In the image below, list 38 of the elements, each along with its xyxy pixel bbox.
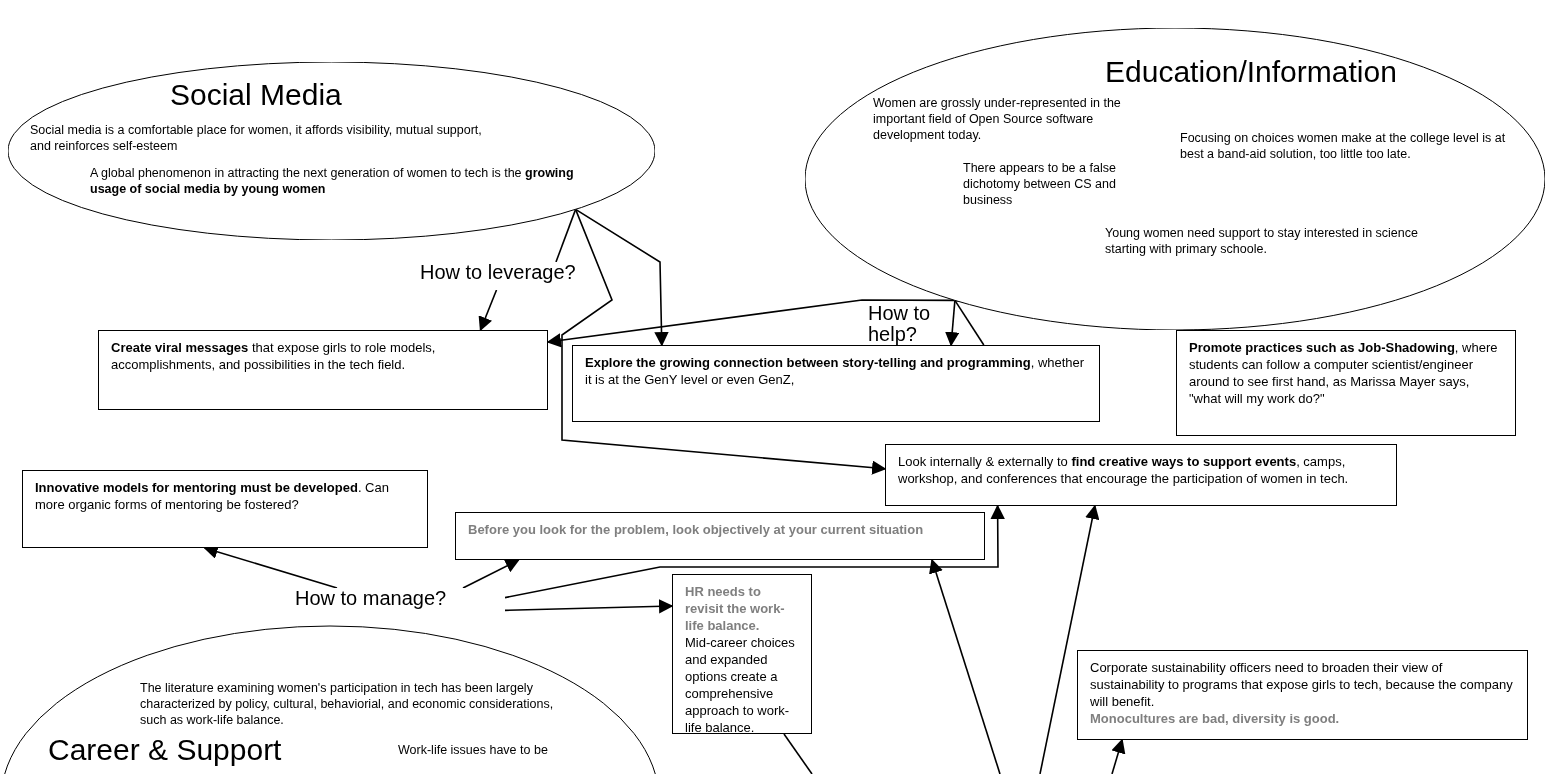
connector-line bbox=[555, 208, 577, 263]
arrow bbox=[504, 599, 674, 614]
topic-heading: Education/Information bbox=[1105, 55, 1397, 89]
note-text: Before you look for the problem, look objectively at your current situation bbox=[468, 521, 925, 538]
note-box: Look internally & externally to find creative ways to support events, camps, workshop, and conferences that encourage the participation of women in tech. bbox=[885, 444, 1397, 506]
arrow bbox=[574, 208, 669, 347]
note-box: Create viral messages that expose girls to role models, accomplishments, and possibilities in the tech field. bbox=[98, 330, 548, 410]
topic-heading: Career & Support bbox=[48, 733, 282, 767]
arrow bbox=[504, 504, 1005, 599]
note-heading: Corporate sustainability officers need to broaden their view of sustainability to programs that expose girls to tech, because the company will benefit. bbox=[1090, 659, 1514, 710]
arrow bbox=[546, 299, 956, 348]
connector-line bbox=[954, 299, 985, 346]
note-box bbox=[1077, 650, 1528, 740]
arrow bbox=[945, 299, 960, 347]
note-box bbox=[672, 574, 812, 734]
topic-text: Social media is a comfortable place for women, it affords visibility, mutual support, and reinforces self-esteem bbox=[30, 122, 483, 154]
arrow bbox=[561, 208, 887, 475]
note-box: Promote practices such as Job-Shadowing, where students can follow a computer scientist/engineer around to see first hand, as Marissa Mayer says, "what will my work do?" bbox=[1176, 330, 1516, 436]
arrow bbox=[929, 558, 1001, 774]
topic-heading: Social Media bbox=[170, 78, 342, 112]
topic-text: Focusing on choices women make at the college level is at best a band-aid solution, too little too late. bbox=[1180, 130, 1507, 162]
note-heading: HR needs to revisit the work-life balance. bbox=[685, 583, 786, 634]
topic-text: The literature examining women's participation in tech has been largely characterized by policy, cultural, behaviorial, and economic considerations, such as work-life balance. bbox=[140, 680, 555, 728]
topic-text: Work-life issues have to be bbox=[398, 742, 549, 758]
note-box: Explore the growing connection between story-telling and programming, whether it is at the GenY level or even GenZ, bbox=[572, 345, 1100, 422]
topic-text: Women are grossly under-represented in the important field of Open Source software development today. bbox=[873, 95, 1122, 143]
topic-text: A global phenomenon in attracting the next generation of women to tech is the growing usage of social media by young women bbox=[90, 165, 575, 197]
arrow bbox=[1111, 738, 1126, 774]
arrow bbox=[1039, 504, 1100, 774]
note-text: Mid-career choices and expanded options create a comprehensive approach to work-life balance. bbox=[685, 634, 796, 736]
note-box: Innovative models for mentoring must be developed. Can more organic forms of mentoring be fostered? bbox=[22, 470, 428, 548]
connector-line bbox=[783, 733, 813, 774]
topic-text: Young women need support to stay interested in science starting with primary schoole. bbox=[1105, 225, 1419, 257]
arrow bbox=[462, 559, 520, 589]
note-box bbox=[455, 512, 985, 560]
arrow bbox=[478, 289, 498, 332]
note-text: Monocultures are bad, diversity is good. bbox=[1090, 710, 1341, 727]
topic-text: There appears to be a false dichotomy between CS and business bbox=[963, 160, 1117, 208]
